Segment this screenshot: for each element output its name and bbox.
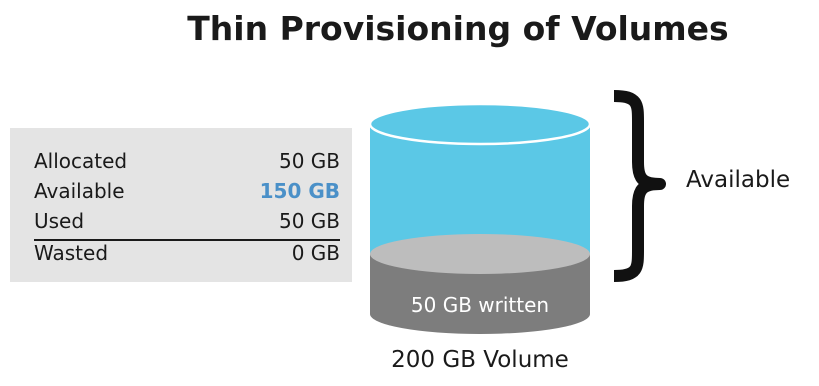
stat-value: 0 GB [291,241,340,265]
cylinder-top [368,102,592,146]
stat-label: Used [34,209,85,233]
stat-label: Allocated [34,149,128,173]
available-brace-label: Available [686,167,791,193]
diagram-title: Thin Provisioning of Volumes [187,9,729,48]
stat-value: 50 GB [278,209,340,233]
cylinder-written-top [370,234,590,274]
stat-row-available: Available 150 GB [34,176,340,206]
available-brace-icon [613,90,666,282]
stat-label: Wasted [34,241,109,265]
cylinder-available-section [370,124,590,274]
volume-caption: 200 GB Volume [391,347,569,373]
volume-stats-panel: Allocated 50 GB Available 150 GB Used 50… [10,128,352,282]
stat-row-used: Used 50 GB [34,206,340,236]
stat-value: 50 GB [278,149,340,173]
stat-row-wasted: Wasted 0 GB [34,238,340,268]
stat-row-allocated: Allocated 50 GB [34,146,340,176]
stat-value-highlighted: 150 GB [259,179,340,203]
stat-label: Available [34,179,125,203]
stats-divider [34,239,340,241]
cylinder-written-section [370,254,590,334]
written-amount-label: 50 GB written [411,293,549,317]
